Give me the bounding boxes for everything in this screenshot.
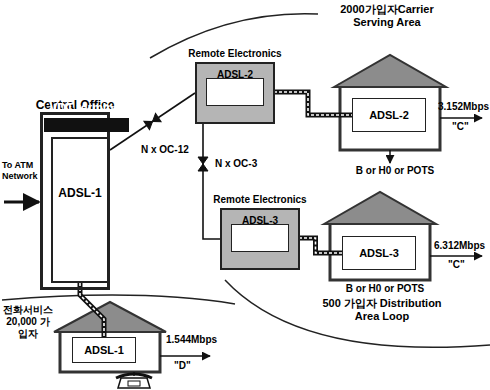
house-outline [340, 85, 440, 150]
area-label: 전화서비스 20,000 가입자 [2, 304, 54, 340]
adsl-unit: ADSL-3 [231, 224, 289, 252]
house-roof [54, 302, 166, 332]
area-boundary [225, 280, 490, 347]
box-label: ADSL-2 [369, 109, 409, 121]
box-label: VDT terminal [49, 101, 123, 115]
link-label: N x OC-12 [139, 144, 191, 156]
twisted-pair-line [80, 283, 104, 337]
atm-arrow [4, 201, 39, 204]
twisted-pair-core [80, 283, 104, 337]
fiber-link [203, 124, 220, 239]
box-label: ADSL-1 [58, 186, 101, 200]
box-label: ADSL-1 [84, 344, 124, 356]
twisted-pair-line [264, 92, 352, 115]
adsl-unit: ADSL-3 [342, 236, 416, 270]
phone-keypad [128, 381, 140, 386]
box-label: ADSL-2 [217, 68, 253, 82]
fiber-link [198, 124, 220, 239]
rate-label: 6.312Mbps [434, 240, 485, 252]
area-boundary [2, 295, 235, 304]
box-label: ADSL-3 [242, 214, 278, 228]
twisted-pair-line [80, 283, 104, 337]
service-label: B or H0 or POTS [340, 283, 430, 295]
terminal-bar: VDT terminal [44, 118, 129, 132]
adsl-unit: ADSL-1 [51, 137, 109, 283]
output-arrow [430, 255, 482, 257]
house-roof [334, 55, 446, 87]
adsl-unit: ADSL-2 [206, 78, 264, 106]
area-label: 500 가입자 Distribution Area Loop [318, 297, 446, 323]
house-roof [324, 192, 436, 224]
output-arrow [440, 117, 482, 119]
service-class: "D" [174, 360, 191, 372]
network-label: To ATM Network [2, 160, 40, 182]
area-label: 2000가입자Carrier Serving Area [322, 3, 452, 29]
phone-symbol [118, 378, 150, 388]
remote-electronics-box: Remote ElectronicsADSL-2 [195, 62, 275, 124]
remote-electronics-box: Remote ElectronicsADSL-3 [220, 208, 300, 270]
rate-label: 3.152Mbps [438, 101, 489, 113]
phone-handset [116, 374, 152, 378]
twisted-pair-line [264, 92, 352, 115]
output-arrow [389, 150, 391, 163]
adsl-unit: ADSL-1 [72, 337, 136, 363]
service-label: B or H0 or POTS [350, 165, 440, 177]
box-heading: Remote Electronics [157, 47, 313, 61]
box-heading: Remote Electronics [182, 193, 338, 207]
box-label: ADSL-3 [359, 247, 399, 259]
link-label: N x OC-3 [213, 158, 259, 170]
house-outline [60, 330, 160, 372]
service-class: "C" [448, 259, 465, 271]
fiber-symbol [144, 113, 161, 129]
twisted-pair-core [264, 92, 352, 115]
fiber-symbol [198, 157, 208, 171]
output-arrow [160, 355, 210, 357]
service-class: "C" [452, 121, 469, 133]
adsl-unit: ADSL-2 [352, 98, 426, 132]
rate-label: 1.544Mbps [166, 334, 217, 346]
central-office-box: Central OfficeVDT terminalADSL-1 [40, 112, 110, 290]
house-outline [330, 222, 430, 280]
